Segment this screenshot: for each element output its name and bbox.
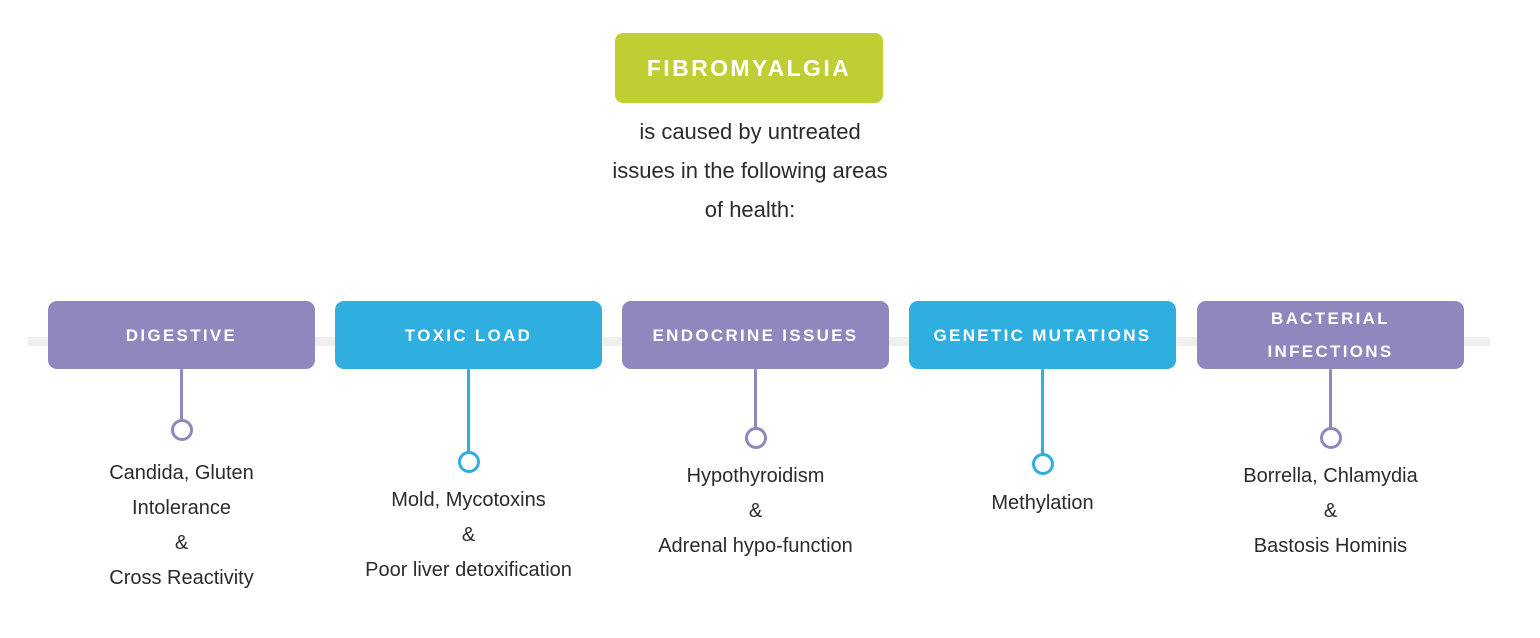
category-box-bacterial-infections[interactable]: BACTERIAL INFECTIONS bbox=[1197, 301, 1464, 369]
category-description-line: & bbox=[748, 500, 763, 522]
connector-node-circle bbox=[1319, 427, 1342, 449]
connector-node-circle bbox=[170, 419, 193, 441]
category-column: TOXIC LOAD Mold, Mycotoxins & Poor liver de… bbox=[335, 301, 602, 581]
category-box-endocrine-issues[interactable]: ENDOCRINE ISSUES bbox=[622, 301, 889, 369]
category-description: Mold, Mycotoxins & Poor liver detoxificati… bbox=[335, 483, 602, 588]
category-description-line: & bbox=[174, 532, 189, 554]
category-box-label: ENDOCRINE ISSUES bbox=[652, 325, 859, 345]
category-column: BACTERIAL INFECTIONS Borrella, Chlamydia &… bbox=[1197, 301, 1464, 557]
category-description-line: Intolerance bbox=[132, 497, 231, 519]
category-description-line: Borrella, Chlamydia bbox=[1243, 465, 1418, 487]
category-description: Hypothyroidism & Adrenal hypo-function bbox=[622, 459, 889, 564]
connector-node-circle bbox=[457, 451, 480, 473]
category-box-label: GENETIC MUTATIONS bbox=[933, 325, 1152, 345]
connector-stem bbox=[1329, 369, 1332, 431]
connector-stem bbox=[467, 369, 470, 455]
category-description-line: Bastosis Hominis bbox=[1253, 535, 1408, 557]
category-box-label: TOXIC LOAD bbox=[404, 325, 533, 345]
category-description: Methylation bbox=[909, 486, 1176, 521]
category-box-label: BACTERIAL INFECTIONS bbox=[1267, 309, 1394, 361]
category-description-line: Poor liver detoxification bbox=[365, 559, 572, 581]
category-column: GENETIC MUTATIONS Methylation bbox=[909, 301, 1176, 514]
category-box-label: DIGESTIVE bbox=[125, 325, 238, 345]
category-box-genetic-mutations[interactable]: GENETIC MUTATIONS bbox=[909, 301, 1176, 369]
category-description-line: Hypothyroidism bbox=[686, 465, 825, 487]
category-description-line: Candida, Gluten bbox=[109, 462, 254, 484]
connector-node-circle bbox=[744, 427, 767, 449]
category-description-line: & bbox=[1323, 500, 1338, 522]
category-description-line: Methylation bbox=[991, 492, 1094, 514]
subtitle-text: is caused by untreated issues in the fol… bbox=[612, 119, 888, 222]
category-description-line: Adrenal hypo-function bbox=[658, 535, 853, 557]
category-column: ENDOCRINE ISSUES Hypothyroidism & Adrenal h… bbox=[622, 301, 889, 557]
connector-stem bbox=[180, 369, 183, 423]
category-description-line: & bbox=[461, 524, 476, 546]
connector-node-circle bbox=[1031, 453, 1054, 475]
connector-stem bbox=[754, 369, 757, 431]
category-box-digestive[interactable]: DIGESTIVE bbox=[48, 301, 315, 369]
category-description-line: Mold, Mycotoxins bbox=[391, 489, 546, 511]
connector-stem bbox=[1041, 369, 1044, 457]
category-description-line: Cross Reactivity bbox=[109, 567, 254, 589]
title-badge-label: FIBROMYALGIA bbox=[646, 54, 852, 81]
category-description: Borrella, Chlamydia & Bastosis Hominis bbox=[1197, 459, 1464, 564]
title-badge: FIBROMYALGIA bbox=[615, 33, 883, 103]
category-box-toxic-load[interactable]: TOXIC LOAD bbox=[335, 301, 602, 369]
